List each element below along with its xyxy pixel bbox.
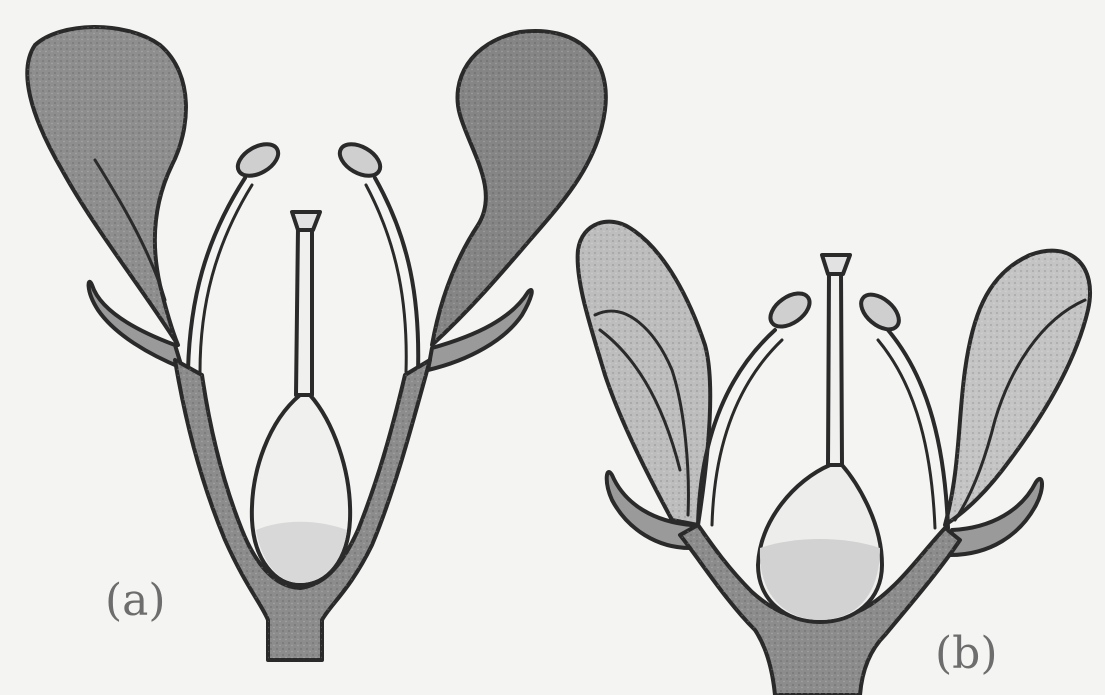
flower-b-stigma <box>822 255 850 274</box>
flower-a-right-filament <box>375 178 418 372</box>
flower-b-left-anther <box>765 287 816 334</box>
flower-a-right-filament-inner <box>366 185 406 372</box>
flower-b: (b) <box>578 222 1090 695</box>
flower-a-left-filament <box>188 178 245 370</box>
flower-a-style <box>296 228 312 395</box>
flower-a-left-anther <box>232 138 283 183</box>
flower-a-right-anther <box>334 138 385 183</box>
label-a: (a) <box>105 575 166 626</box>
label-b: (b) <box>935 628 998 679</box>
flower-a-stigma <box>292 212 320 230</box>
flower-b-right-filament-inner <box>878 340 935 528</box>
flower-b-right-petal <box>945 251 1090 525</box>
flower-a-pistil <box>252 212 350 585</box>
flower-b-right-anther <box>855 288 905 336</box>
flower-a-right-petal <box>432 31 606 345</box>
flower-b-left-petal <box>578 222 711 525</box>
flower-a: (a) <box>27 27 606 660</box>
flower-a-left-petal <box>27 27 186 345</box>
flower-b-left-filament-inner <box>712 340 782 525</box>
flower-b-style <box>828 272 842 465</box>
flower-b-right-filament <box>888 330 948 528</box>
